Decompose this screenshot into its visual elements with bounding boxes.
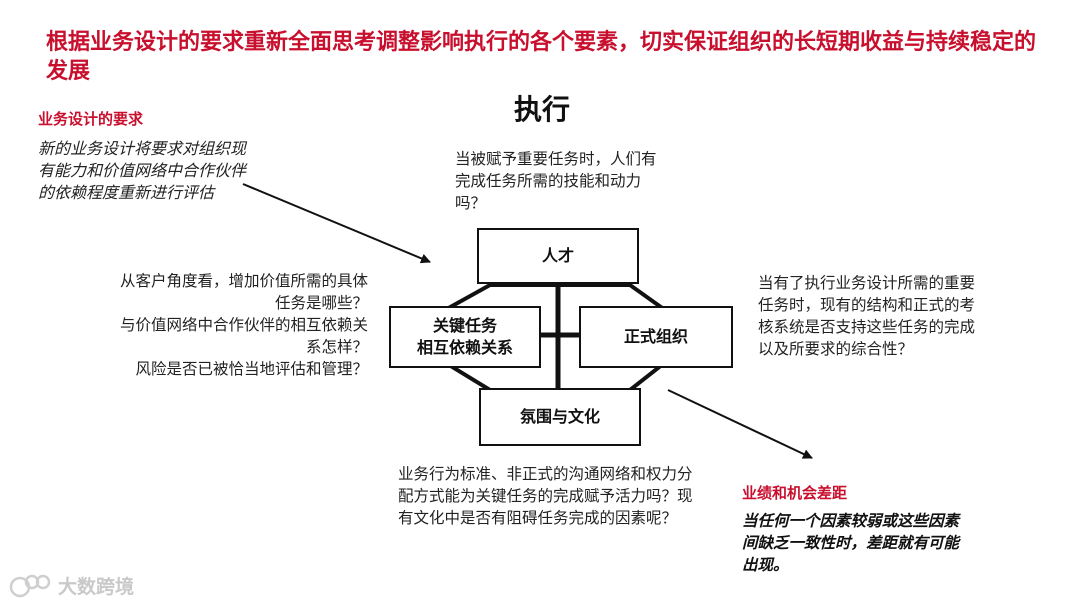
box-key-tasks-line1: 关键任务	[432, 316, 497, 335]
page-title: 根据业务设计的要求重新全面思考调整影响执行的各个要素，切实保证组织的长短期收益与…	[46, 30, 1037, 84]
box-key-tasks: 关键任务 相互依赖关系	[389, 306, 541, 368]
watermark: 大数跨境	[8, 572, 134, 599]
gap-text: 当任何一个因素较弱或这些因素间缺乏一致性时，差距就有可能出现。	[742, 512, 960, 574]
watermark-text: 大数跨境	[58, 576, 135, 598]
watermark-logo-icon	[9, 574, 51, 597]
box-talent-label: 人才	[541, 246, 574, 265]
key-tasks-question-3: 风险是否已被恰当地评估和管理？	[135, 360, 368, 378]
box-culture: 氛围与文化	[479, 388, 641, 446]
arrow-business-design	[242, 183, 431, 264]
business-design-text: 新的业务设计将要求对组织现有能力和价值网络中合作伙伴的依赖程度重新进行评估	[38, 139, 247, 202]
box-culture-label: 氛围与文化	[519, 407, 600, 426]
gap-heading: 业绩和机会差距	[742, 484, 848, 502]
execution-title: 执行	[514, 93, 571, 126]
key-tasks-question-2: 与价值网络中合作伙伴的相互依赖关系怎样？	[119, 316, 368, 356]
box-key-tasks-line2: 相互依赖关系	[416, 338, 513, 357]
formal-org-question: 当有了执行业务设计所需的重要任务时，现有的结构和正式的考核系统是否支持这些任务的…	[758, 274, 976, 358]
business-design-heading: 业务设计的要求	[38, 110, 144, 128]
box-formal-org: 正式组织	[579, 306, 733, 368]
arrow-performance-gap	[667, 389, 813, 459]
box-formal-org-label: 正式组织	[623, 327, 688, 346]
key-tasks-question-1: 从客户角度看，增加价值所需的具体任务是哪些？	[119, 272, 368, 312]
box-talent: 人才	[477, 228, 639, 284]
culture-question: 业务行为标准、非正式的沟通网络和权力分配方式能为关键任务的完成赋予活力吗？现有文…	[398, 465, 693, 527]
talent-question: 当被赋予重要任务时，人们有完成任务所需的技能和动力吗？	[455, 150, 657, 212]
key-tasks-questions: 从客户角度看，增加价值所需的具体任务是哪些？ 与价值网络中合作伙伴的相互依赖关系…	[118, 270, 368, 380]
